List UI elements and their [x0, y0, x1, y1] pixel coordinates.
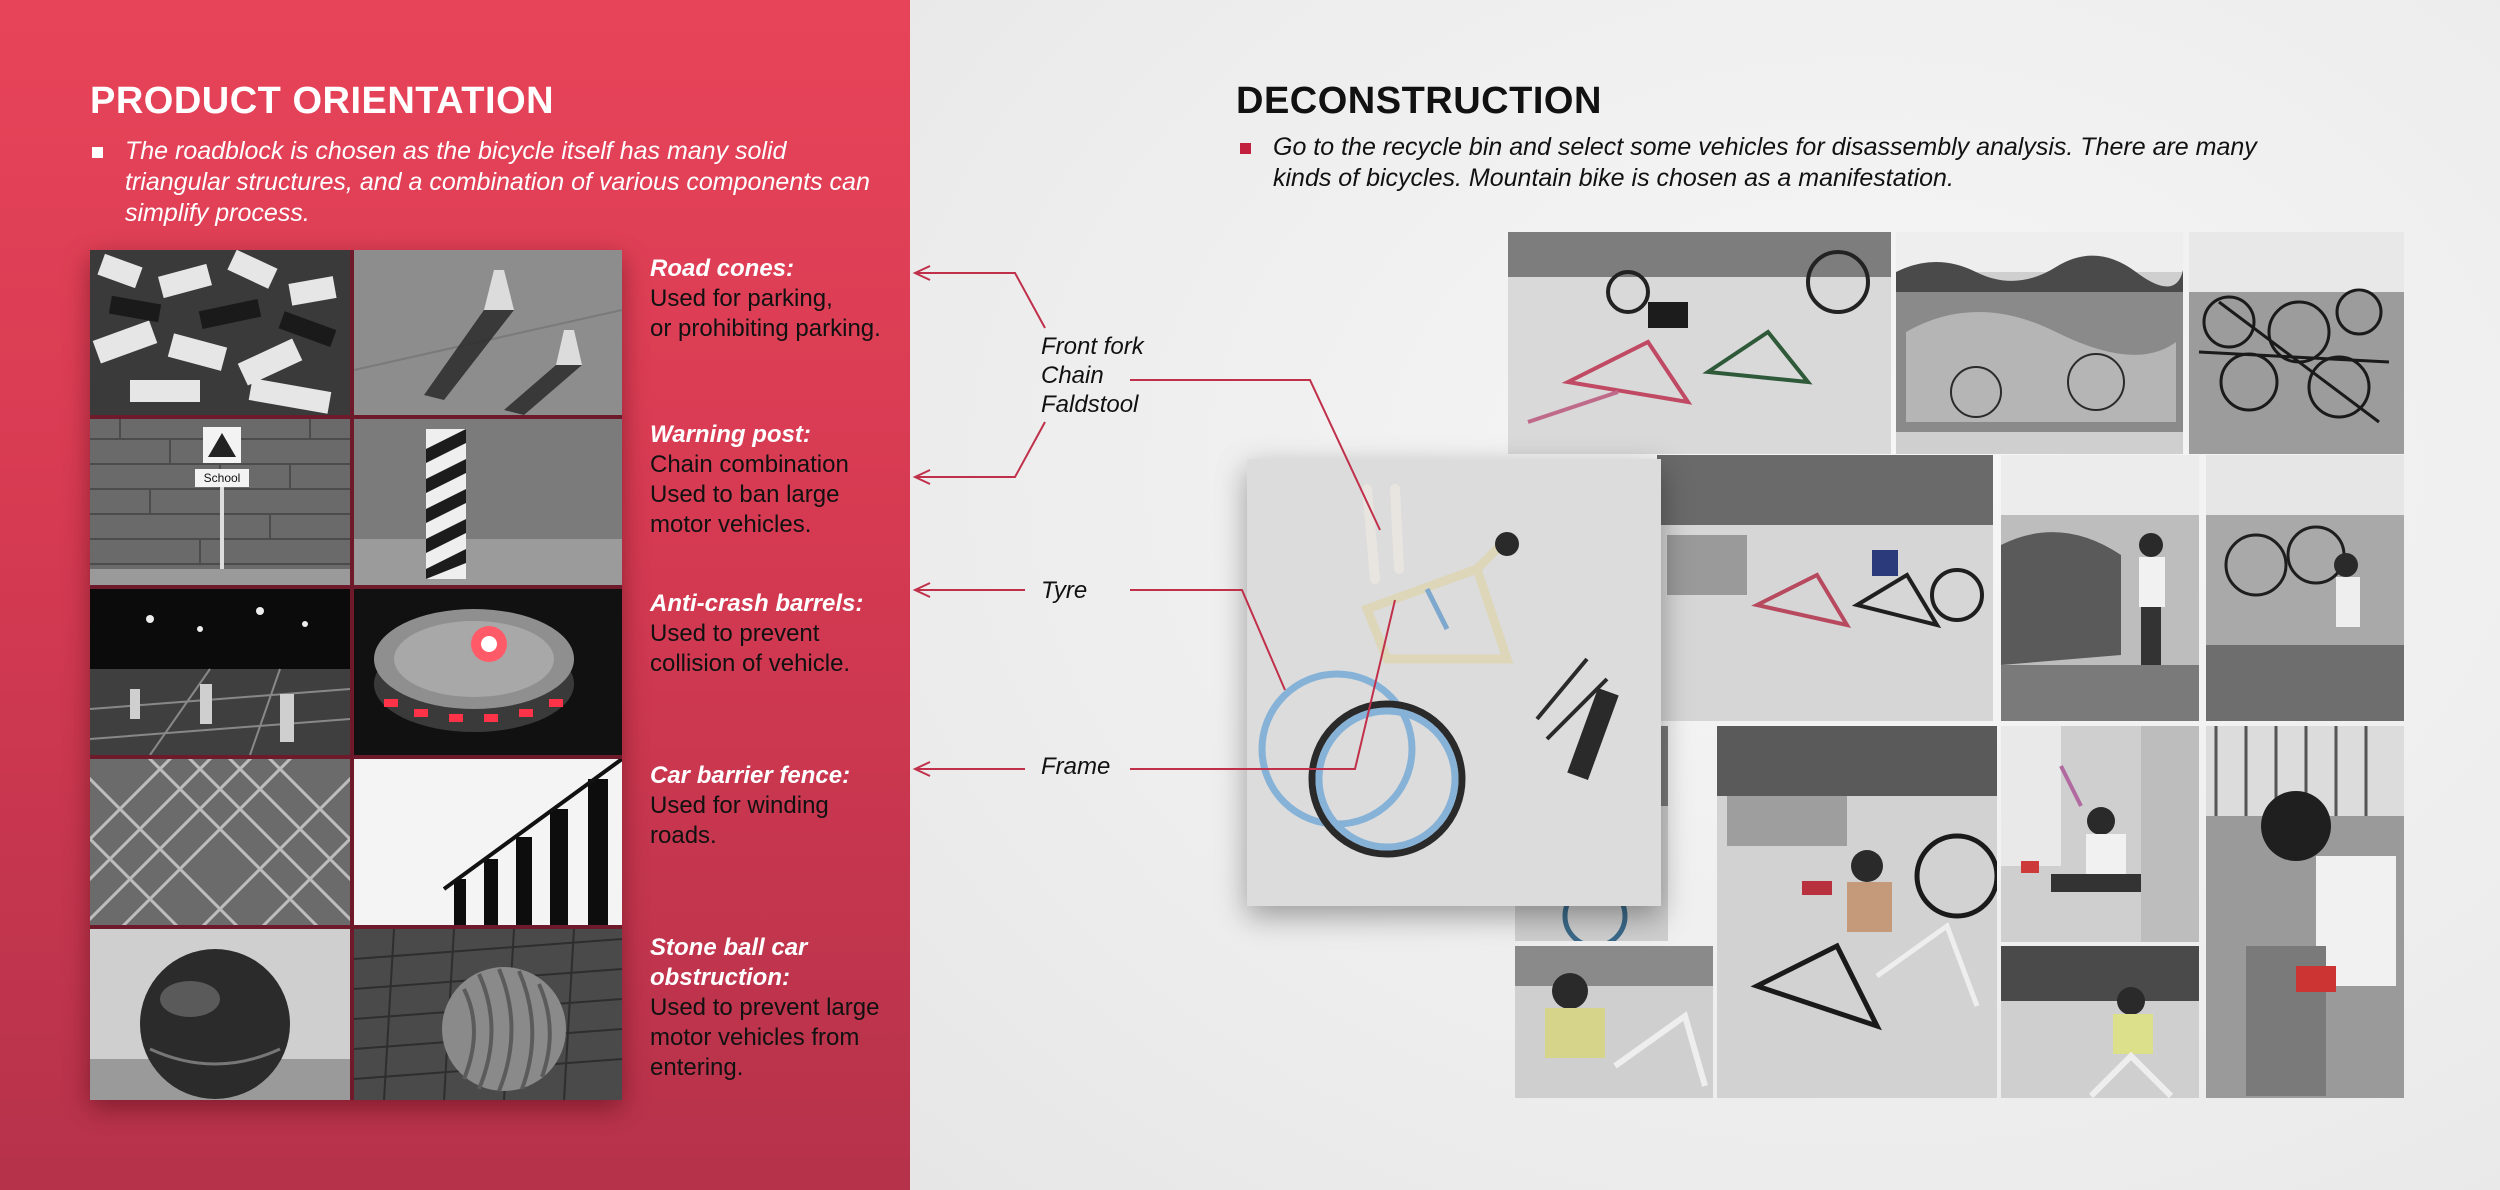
- road-cones-shadow-photo: [354, 250, 622, 415]
- stone-ball-description: Stone ball car obstruction: Used to prev…: [650, 933, 910, 1083]
- frame-label: Frame: [1041, 753, 1111, 780]
- kneeling-student-photo: [2001, 946, 2199, 1098]
- warning-post-description: Warning post: Chain combination Used to …: [650, 420, 910, 540]
- tyre-label: Tyre: [1041, 577, 1088, 604]
- car-barrier-fence-body-line: roads.: [650, 822, 717, 849]
- light-up-barrel-photo: [354, 589, 622, 755]
- anti-crash-barrels-description: Anti-crash barrels: Used to prevent coll…: [650, 589, 910, 679]
- bullet-square-icon: [92, 147, 103, 158]
- barrier-fence-photo: [354, 759, 622, 925]
- warning-post-photo: [354, 419, 622, 585]
- student-assembling-frame-photo: [1717, 726, 1997, 1098]
- student-working-on-floor-photo: [1515, 946, 1713, 1098]
- road-cones-body-line: Used for parking,: [650, 285, 833, 312]
- ribbed-stone-ball-photo: [354, 929, 622, 1100]
- school-sign-wall-photo: School: [90, 419, 350, 585]
- deconstruction-title: DECONSTRUCTION: [1236, 80, 1602, 122]
- classroom-disassembly-photo: [1657, 455, 1993, 721]
- bike-scrap-heap-photo: [1896, 232, 2183, 454]
- warning-post-body-line: motor vehicles.: [650, 511, 812, 538]
- stacked-bikes-photo: [2189, 232, 2404, 454]
- road-cones-body-line: or prohibiting parking.: [650, 315, 881, 342]
- disassembled-mountain-bike-photo: [1247, 459, 1661, 906]
- faldstool-label: Faldstool: [1041, 391, 1139, 418]
- intro-text: Go to the recycle bin and select some ve…: [1273, 133, 2257, 192]
- bullet-square-icon: [1240, 143, 1251, 154]
- stone-ball-photo: [90, 929, 350, 1100]
- man-with-tarp-photo: [2001, 455, 2199, 721]
- night-bollards-photo: [90, 589, 350, 755]
- road-cones-stack-photo: [90, 250, 350, 415]
- intro-text: The roadblock is chosen as the bicycle i…: [125, 137, 870, 227]
- student-sitting-photo: [2001, 726, 2199, 942]
- student-grinding-photo: [2206, 726, 2404, 1098]
- stone-ball-body-line: entering.: [650, 1054, 744, 1081]
- car-barrier-fence-title: Car barrier fence:: [650, 762, 851, 789]
- car-barrier-fence-body-line: Used for winding: [650, 792, 829, 819]
- man-at-bike-pile-photo: [2206, 455, 2404, 721]
- road-cones-description: Road cones: Used for parking, or prohibi…: [650, 254, 910, 344]
- front-fork-label: Front fork: [1041, 333, 1144, 360]
- anti-crash-barrels-body-line: Used to prevent: [650, 620, 820, 647]
- car-barrier-fence-description: Car barrier fence: Used for winding road…: [650, 761, 910, 851]
- chain-label: Chain: [1041, 362, 1104, 389]
- parts-group-label: Front fork Chain Faldstool: [1041, 332, 1144, 419]
- road-cones-title: Road cones:: [650, 255, 795, 282]
- stone-ball-body-line: Used to prevent large: [650, 994, 880, 1021]
- roadblock-photo-grid: School: [90, 250, 622, 1100]
- warning-post-title: Warning post:: [650, 421, 811, 448]
- stone-ball-body-line: motor vehicles from: [650, 1024, 860, 1051]
- deconstruction-intro: Go to the recycle bin and select some ve…: [1240, 132, 2310, 194]
- disassembled-bikes-floor-photo: [1508, 232, 1891, 454]
- svg-text:School: School: [204, 471, 241, 485]
- anti-crash-barrels-title: Anti-crash barrels:: [650, 590, 864, 617]
- product-orientation-title: PRODUCT ORIENTATION: [90, 80, 555, 122]
- stone-ball-title-line: obstruction:: [650, 964, 790, 991]
- warning-post-body-line: Used to ban large: [650, 481, 840, 508]
- warning-post-body-line: Chain combination: [650, 451, 849, 478]
- stone-ball-title-line: Stone ball car: [650, 934, 808, 961]
- anti-crash-barrels-body-line: collision of vehicle.: [650, 650, 851, 677]
- chain-link-fence-photo: [90, 759, 350, 925]
- product-orientation-intro: The roadblock is chosen as the bicycle i…: [92, 136, 872, 229]
